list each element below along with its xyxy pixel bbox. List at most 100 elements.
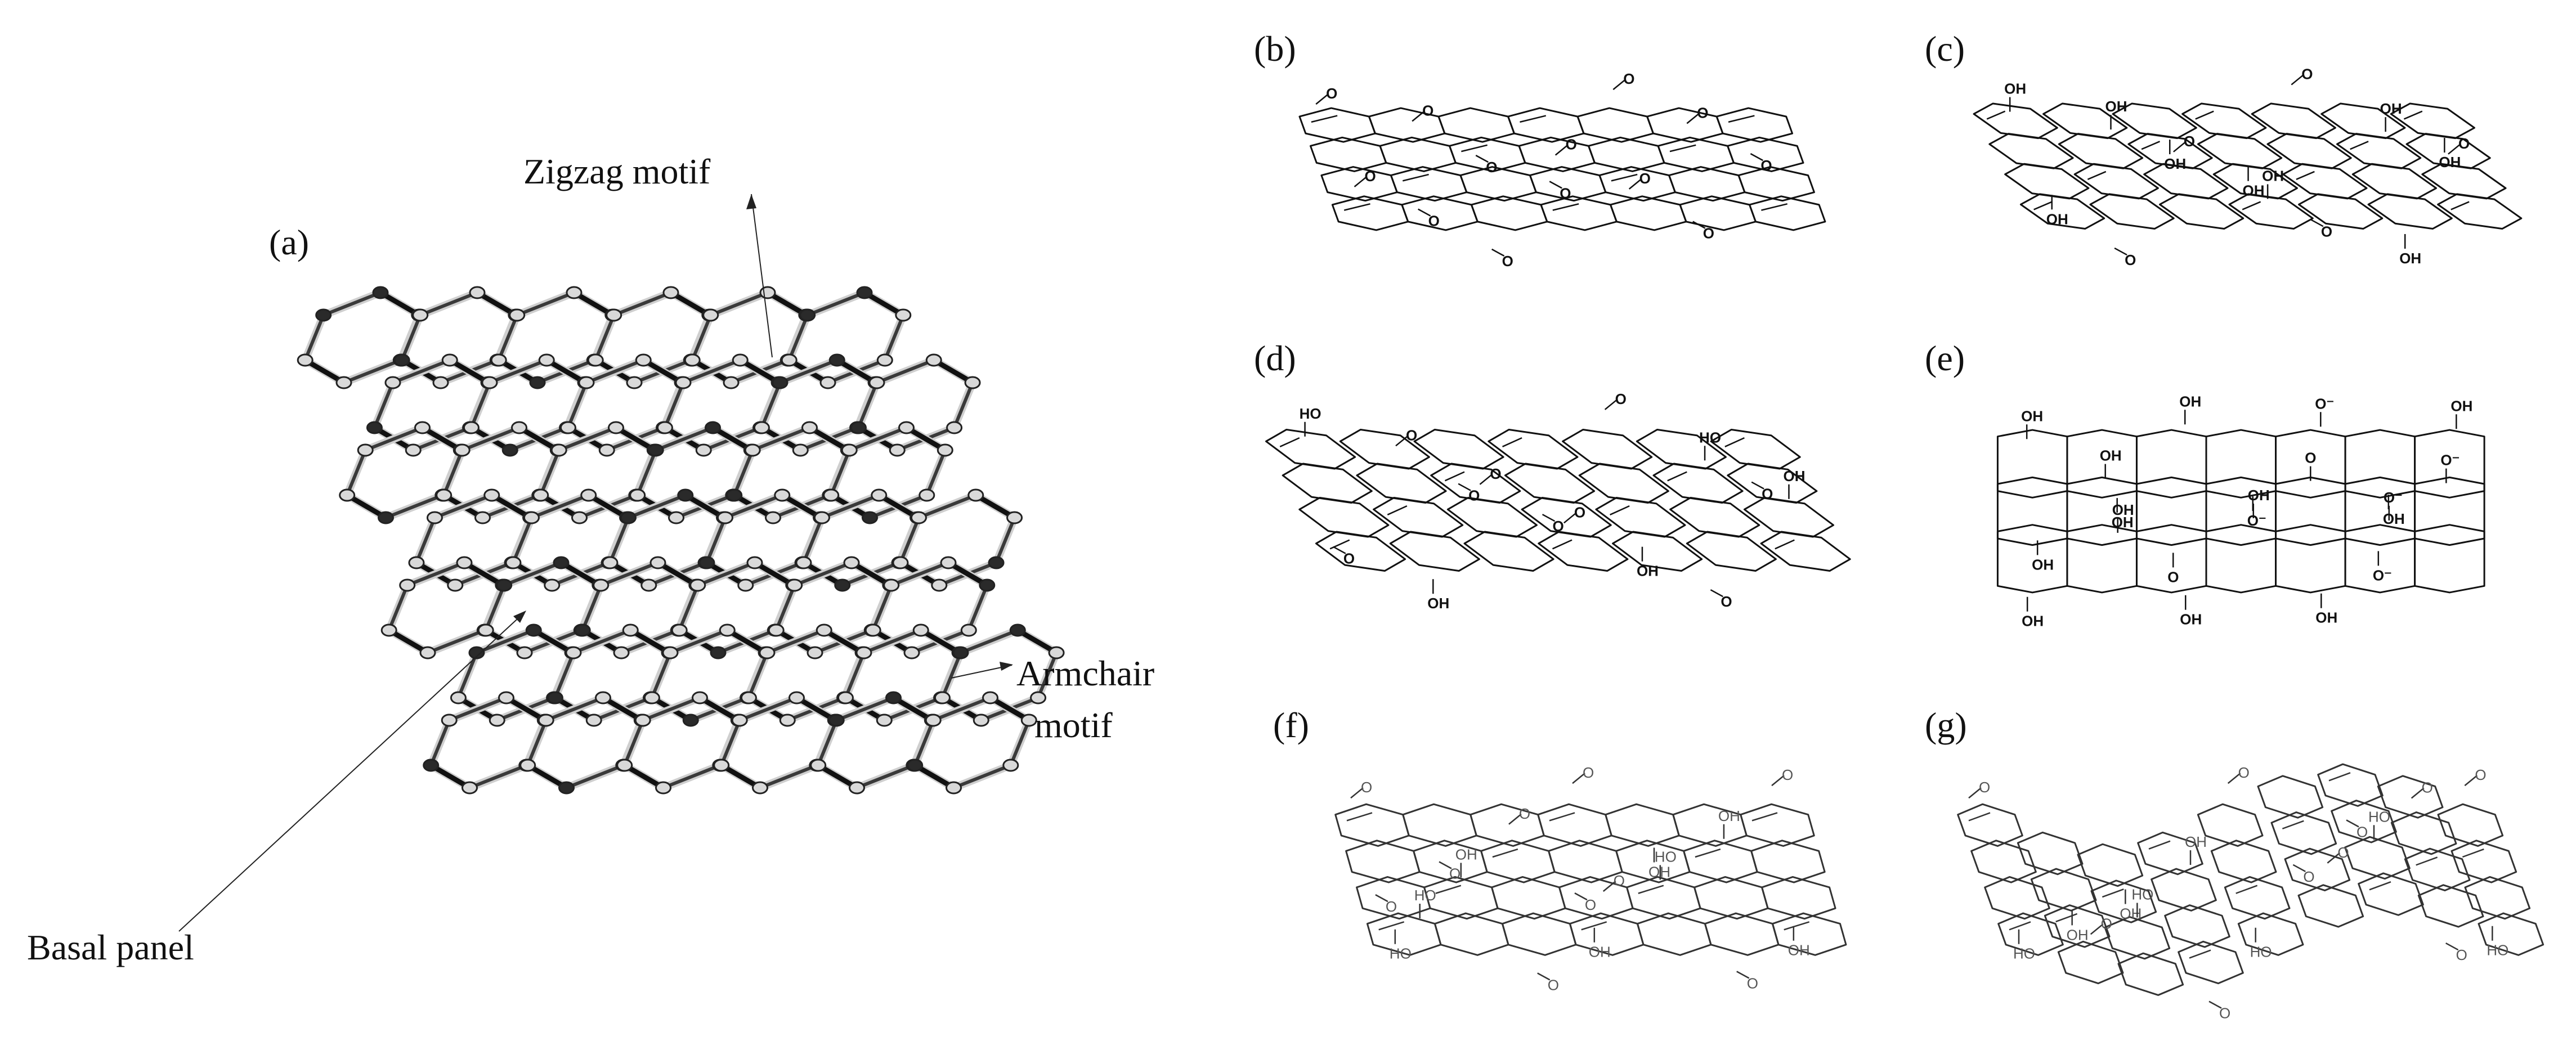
lattice-atom (423, 759, 440, 772)
functional-group-label: OH (2248, 487, 2270, 504)
double-bond (1502, 437, 1522, 447)
ring-bond (2377, 775, 2444, 819)
ring-bond (1379, 136, 1457, 172)
ring-bond (2320, 102, 2406, 140)
ring-bond (1996, 476, 2068, 546)
ring-bond (1683, 840, 1758, 883)
basal-arrowhead (513, 611, 526, 623)
lattice-atom (810, 759, 827, 772)
ring-bond (2228, 193, 2314, 230)
lattice-atom (372, 286, 389, 299)
functional-group-label: O (1639, 170, 1651, 187)
ring-bond (1282, 463, 1373, 504)
epoxide-bond (1751, 481, 1764, 490)
lattice-atom (441, 353, 458, 367)
double-bond (1581, 921, 1607, 931)
lattice-atom (463, 421, 480, 434)
lattice-bond (958, 629, 1020, 654)
ring-bond (2478, 912, 2544, 956)
double-bond (2102, 888, 2124, 898)
lattice-atom (662, 646, 679, 659)
lattice-atom (587, 353, 604, 367)
ring-bond (2135, 429, 2207, 499)
lattice-atom (558, 781, 575, 795)
lattice-atom (931, 578, 948, 592)
functional-group-label: OH (1427, 595, 1449, 612)
ring-bond (2019, 193, 2105, 230)
ring-bond (2275, 524, 2346, 594)
ring-bond (2077, 843, 2144, 887)
panel-f-label: (f) (1273, 705, 1309, 745)
panel-d-label: (d) (1254, 338, 1296, 378)
lattice-bond (778, 358, 839, 384)
ring-bond (2197, 133, 2283, 169)
epoxide-bond (1771, 775, 1785, 787)
ring-bond (1727, 463, 1818, 504)
ring-bond (1576, 107, 1654, 143)
lattice-bond (456, 651, 478, 699)
functional-group-label: HO (2013, 945, 2035, 962)
lattice-atom (876, 714, 893, 727)
functional-group-label: O (1560, 185, 1571, 201)
epoxide-bond (1692, 221, 1706, 229)
ring-bond (2042, 102, 2128, 140)
ring-bond (2270, 811, 2337, 855)
functional-group-label: O (2305, 450, 2316, 466)
lattice-atom (705, 421, 721, 434)
ring-bond (2331, 800, 2397, 843)
functional-group-label: O (1449, 865, 1461, 882)
ring-bond (1463, 531, 1554, 572)
lattice-atom (622, 623, 639, 637)
lattice-atom (297, 353, 313, 367)
epoxide-bond (2464, 775, 2478, 787)
ring-bond (1669, 496, 1760, 538)
functional-group-label: O (2184, 133, 2195, 150)
ring-bond (1413, 428, 1504, 470)
lattice-bond (678, 584, 700, 632)
ring-bond (1309, 136, 1387, 172)
lattice-bond (691, 313, 713, 362)
ring-bond (2181, 102, 2267, 140)
lattice-atom (523, 511, 540, 524)
lattice-bond (913, 719, 935, 767)
lattice-atom (819, 376, 836, 389)
lattice-atom (649, 556, 666, 569)
lattice-bond (515, 291, 576, 317)
functional-group-label: O (1762, 486, 1773, 502)
ring-bond (1504, 463, 1596, 504)
ring-bond (2135, 476, 2207, 546)
double-bond (1610, 505, 1630, 515)
double-bond (1669, 144, 1696, 152)
lattice-atom (952, 646, 969, 659)
epoxide-bond (1508, 813, 1522, 825)
ring-bond (1715, 107, 1794, 143)
lattice-atom (837, 691, 854, 705)
functional-group-label: OH (1589, 944, 1611, 961)
lattice-atom (732, 353, 749, 367)
lattice-atom (979, 578, 996, 592)
double-bond (2328, 772, 2351, 782)
double-bond (2087, 170, 2107, 180)
ring-bond (1652, 463, 1744, 504)
lattice-atom (1006, 511, 1023, 524)
ring-bond (1605, 803, 1680, 847)
functional-group-label: OH (2243, 182, 2265, 199)
functional-group-label: O (1428, 213, 1440, 230)
epoxide-bond (1736, 971, 1750, 979)
functional-group-label: O⁻ (2440, 452, 2459, 469)
functional-group-label: O (2303, 868, 2314, 885)
lattice-atom (716, 511, 733, 524)
lattice-atom (801, 421, 818, 434)
lattice-atom (616, 759, 633, 772)
functional-group-label: HO (1300, 405, 1321, 422)
lattice-atom (919, 488, 935, 502)
functional-group-label: OH (2383, 510, 2405, 527)
functional-group-label: OH (2067, 926, 2089, 943)
lattice-atom (843, 556, 860, 569)
lattice-atom (606, 308, 622, 322)
